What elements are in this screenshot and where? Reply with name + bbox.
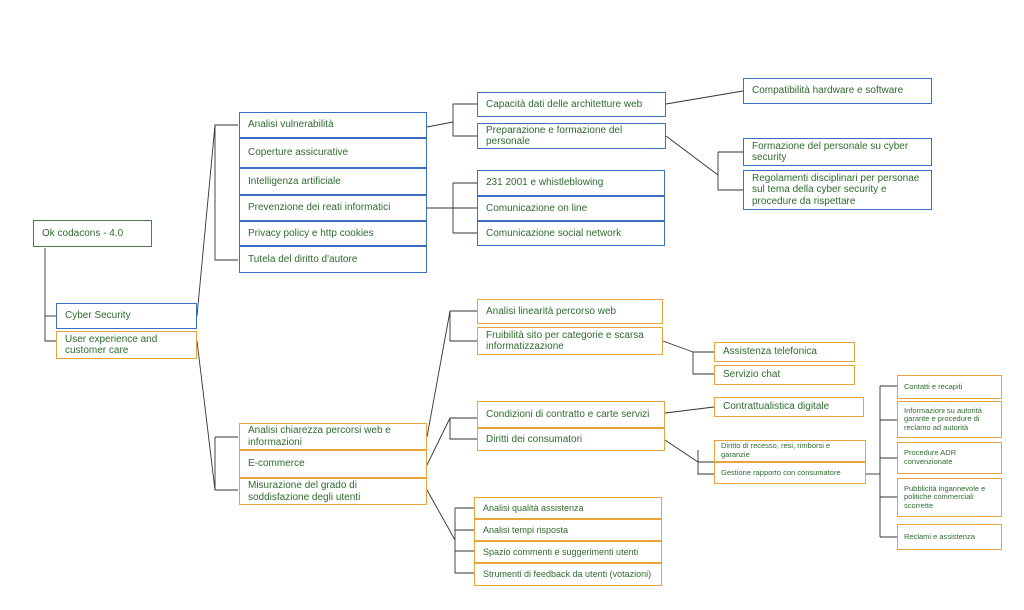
node-fruibilita-sito: Fruibilità sito per categorie e scarsa i… <box>477 327 663 355</box>
node-condizioni-contratto: Condizioni di contratto e carte servizi <box>477 401 665 428</box>
node-contrattualistica-digitale: Contrattualistica digitale <box>714 397 864 417</box>
node-reclami-assistenza: Reclami e assistenza <box>897 524 1002 550</box>
node-comunicazione-social: Comunicazione social network <box>477 221 665 246</box>
node-spazio-commenti: Spazio commenti e suggerimenti utenti <box>474 541 662 563</box>
branch-cyber-security: Cyber Security <box>56 303 197 329</box>
node-informazioni-autorita: Informazioni su autorità garante e proce… <box>897 401 1002 438</box>
node-misurazione-soddisfazione: Misurazione del grado di soddisfazione d… <box>239 478 427 505</box>
branch-user-experience: User experience and customer care <box>56 331 197 359</box>
node-analisi-vulnerabilita: Analisi vulnerabilità <box>239 112 427 138</box>
node-contatti-recapiti: Contatti e recapiti <box>897 375 1002 399</box>
node-preparazione-formazione: Preparazione e formazione del personale <box>477 123 666 149</box>
node-231-2001: 231 2001 e whistleblowing <box>477 170 665 196</box>
node-tutela-diritto-autore: Tutela del diritto d'autore <box>239 246 427 273</box>
node-procedure-adr: Procedure ADR convenzionate <box>897 442 1002 474</box>
node-analisi-tempi: Analisi tempi risposta <box>474 519 662 541</box>
node-regolamenti-disciplinari: Regolamenti disciplinari per personae su… <box>743 170 932 210</box>
root-node: Ok codacons - 4.0 <box>33 220 152 247</box>
node-strumenti-feedback: Strumenti di feedback da utenti (votazio… <box>474 563 662 586</box>
node-intelligenza-artificiale: Intelligenza artificiale <box>239 168 427 195</box>
node-gestione-rapporto: Gestione rapporto con consumatore <box>714 462 866 484</box>
node-compatibilita: Compatibilità hardware e software <box>743 78 932 104</box>
node-diritto-recesso: Diritto di recesso, resi, rimborsi e gar… <box>714 440 866 462</box>
node-analisi-chiarezza: Analisi chiarezza percorsi web e informa… <box>239 423 427 450</box>
node-prevenzione-reati: Prevenzione dei reati informatici <box>239 195 427 221</box>
node-comunicazione-online: Comunicazione on line <box>477 196 665 221</box>
node-coperture-assicurative: Coperture assicurative <box>239 138 427 168</box>
node-analisi-linearita: Analisi linearità percorso web <box>477 299 663 324</box>
node-formazione-personale: Formazione del personale su cyber securi… <box>743 138 932 166</box>
node-diritti-consumatori: Diritti dei consumatori <box>477 428 665 451</box>
node-privacy-policy: Privacy policy e http cookies <box>239 221 427 246</box>
node-servizio-chat: Servizio chat <box>714 365 855 385</box>
node-pubblicita-ingannevole: Pubblicità ingannevole e politiche comme… <box>897 478 1002 517</box>
node-ecommerce: E-commerce <box>239 450 427 478</box>
node-analisi-qualita: Analisi qualità assistenza <box>474 497 662 519</box>
node-capacita-dati: Capacità dati delle architetture web <box>477 92 666 117</box>
node-assistenza-telefonica: Assistenza telefonica <box>714 342 855 362</box>
